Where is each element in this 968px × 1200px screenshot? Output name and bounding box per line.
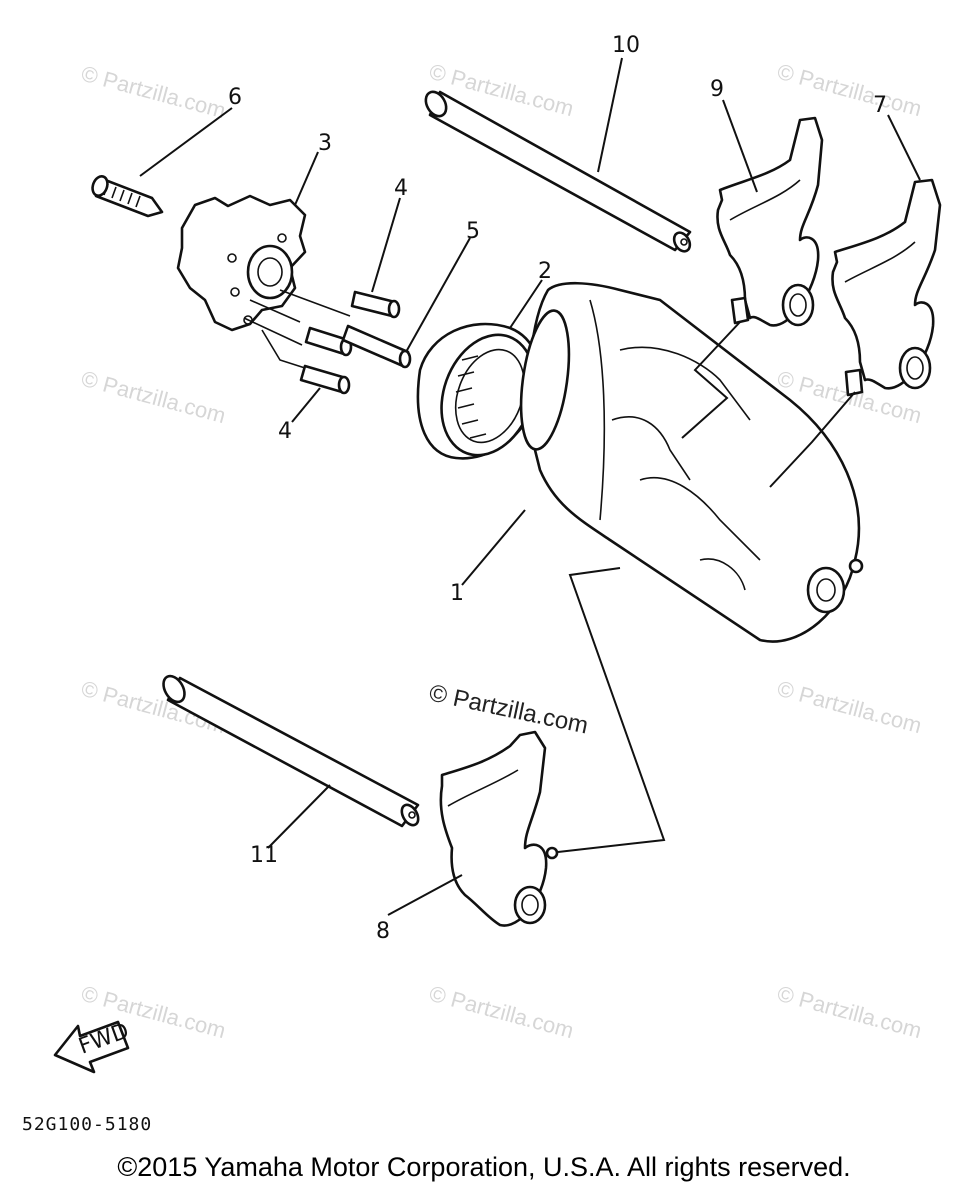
part-1-shift-drum: [519, 281, 864, 643]
fwd-arrow: FWD: [53, 1019, 132, 1074]
callout-5: 5: [466, 219, 480, 244]
part-10-guide-bar: [424, 90, 692, 253]
center-watermark: © Partzilla.com: [427, 679, 591, 739]
part-2-bearing: [416, 322, 541, 460]
part-11-guide-bar: [162, 674, 420, 828]
callout-3: 3: [318, 131, 332, 156]
part-9-shift-fork: [716, 116, 824, 327]
leader-lines: [139, 57, 921, 916]
callout-4-lower: 4: [278, 419, 292, 444]
part-6-bolt: [91, 175, 164, 218]
parts-4-5-pins: [243, 289, 412, 395]
callout-labels: 1 2 3 4 4 5 6 7 8 9 10 11: [228, 33, 887, 944]
watermark: © Partzilla.com: [427, 981, 577, 1044]
callout-2: 2: [538, 259, 552, 284]
callout-10: 10: [612, 33, 640, 58]
watermark: © Partzilla.com: [775, 981, 925, 1044]
callout-8: 8: [376, 919, 390, 944]
part-7-shift-fork: [831, 178, 942, 397]
watermark: © Partzilla.com: [775, 676, 925, 739]
copyright-notice: ©2015 Yamaha Motor Corporation, U.S.A. A…: [117, 1152, 851, 1182]
diagram-code: 52G100-5180: [22, 1114, 153, 1135]
callout-9: 9: [710, 77, 724, 102]
part-3-segment-wheel: [176, 194, 307, 332]
callout-6: 6: [228, 85, 242, 110]
watermark: © Partzilla.com: [775, 59, 925, 122]
callout-4-upper: 4: [394, 176, 408, 201]
callout-1: 1: [450, 581, 464, 606]
callout-7: 7: [873, 93, 887, 118]
watermark: © Partzilla.com: [79, 61, 229, 124]
watermark: © Partzilla.com: [79, 366, 229, 429]
part-8-shift-fork: [439, 730, 559, 927]
callout-11: 11: [250, 843, 278, 868]
